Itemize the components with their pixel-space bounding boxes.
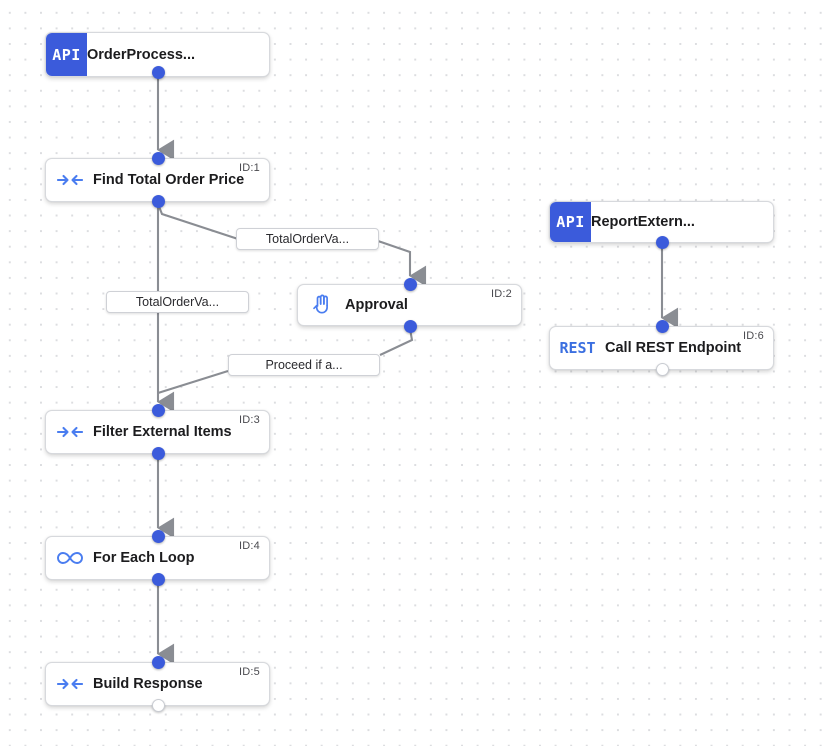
node-order-process[interactable]: API OrderProcess... <box>45 32 270 77</box>
api-badge-icon: API <box>550 202 591 242</box>
port-in-call-rest-endpoint[interactable] <box>655 319 669 333</box>
node-title: Filter External Items <box>93 424 232 440</box>
port-in-filter-external-items[interactable] <box>151 403 165 417</box>
edge-label-proceed-if-approved[interactable]: Proceed if a... <box>228 354 380 376</box>
merge-arrows-icon <box>46 159 93 201</box>
node-title: Call REST Endpoint <box>605 340 742 356</box>
node-title: Build Response <box>93 676 203 692</box>
hand-icon <box>298 285 345 325</box>
node-id-label: ID:4 <box>239 540 260 552</box>
node-id-label: ID:1 <box>239 162 260 174</box>
port-out-for-each-loop[interactable] <box>151 572 165 586</box>
port-out-order-process[interactable] <box>151 65 165 79</box>
port-in-build-response[interactable] <box>151 655 165 669</box>
edge-label-total-order-value-2[interactable]: TotalOrderVa... <box>106 291 249 313</box>
node-title: For Each Loop <box>93 550 195 566</box>
edge-approval-to-filter-seg1 <box>379 328 414 356</box>
edge-findtotal-to-approval-seg1 <box>157 203 239 240</box>
port-out-call-rest-endpoint[interactable] <box>655 362 669 376</box>
port-out-filter-external-items[interactable] <box>151 446 165 460</box>
node-report-extern[interactable]: API ReportExtern... <box>549 201 774 243</box>
node-id-label: ID:5 <box>239 666 260 678</box>
port-out-report-extern[interactable] <box>655 235 669 249</box>
merge-arrows-icon <box>46 411 93 453</box>
infinity-icon <box>46 537 93 579</box>
api-badge-icon: API <box>46 33 87 76</box>
edge-label-total-order-value-1[interactable]: TotalOrderVa... <box>236 228 379 250</box>
merge-arrows-icon <box>46 663 93 705</box>
node-title: Approval <box>345 297 408 313</box>
port-out-build-response[interactable] <box>151 698 165 712</box>
rest-badge-icon: REST <box>559 339 596 357</box>
node-id-label: ID:2 <box>491 288 512 300</box>
port-in-for-each-loop[interactable] <box>151 529 165 543</box>
edge-findtotal-to-approval-seg2 <box>377 240 427 287</box>
node-title: OrderProcess... <box>87 46 195 63</box>
port-out-find-total-order-price[interactable] <box>151 194 165 208</box>
port-in-approval[interactable] <box>403 277 417 291</box>
node-title: ReportExtern... <box>591 214 695 230</box>
node-title: Find Total Order Price <box>93 172 245 188</box>
node-id-label: ID:3 <box>239 414 260 426</box>
node-id-label: ID:6 <box>743 330 764 342</box>
port-in-find-total-order-price[interactable] <box>151 151 165 165</box>
port-out-approval[interactable] <box>403 319 417 333</box>
edge-approval-to-filter-seg2 <box>157 369 229 395</box>
